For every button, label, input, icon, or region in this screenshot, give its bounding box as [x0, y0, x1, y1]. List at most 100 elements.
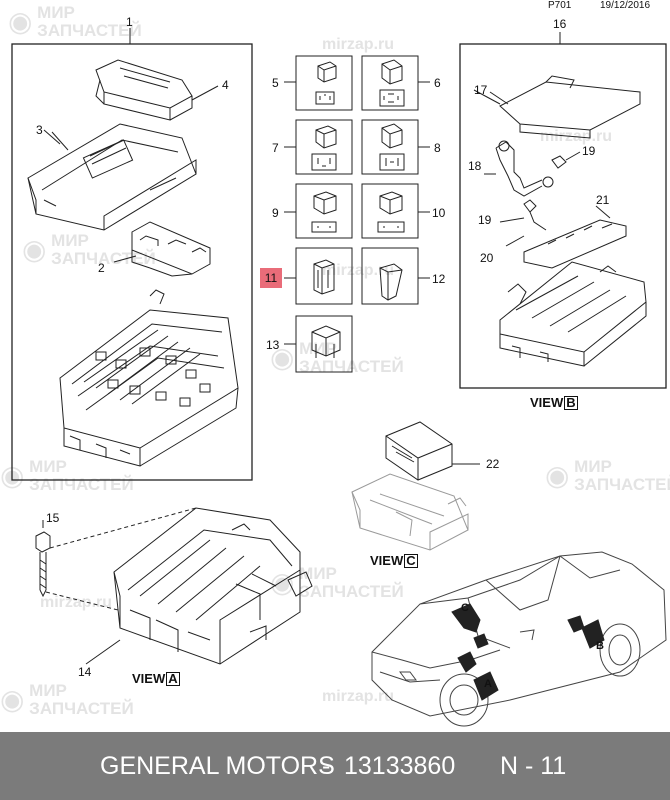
callout-21: 21	[596, 193, 610, 207]
watermark: ◉ МИР ЗАПЧАСТЕЙ	[545, 458, 670, 494]
box-6	[361, 55, 419, 111]
view-b-busbar-drawing	[499, 199, 627, 269]
watermark-line1: МИР	[29, 457, 67, 476]
relay-icon-10	[377, 191, 405, 233]
watermark-line2: ЗАПЧАСТЕЙ	[37, 21, 142, 40]
callout-7: 7	[272, 141, 279, 155]
watermark: ◉ МИР ЗАПЧАСТЕЙ	[22, 232, 156, 268]
watermark-line2: ЗАПЧАСТЕЙ	[574, 475, 670, 494]
car-arrows	[451, 603, 605, 701]
callout-5: 5	[272, 76, 279, 90]
watermark-site: mirzap.ru	[322, 262, 395, 279]
callout-19-bottom: 19	[478, 213, 492, 227]
fuse-icon-12	[379, 263, 403, 301]
footer-bar: GENERAL MOTORS - 13133860 N - 11	[0, 732, 670, 800]
watermark-line2: ЗАПЧАСТЕЙ	[299, 582, 404, 601]
view-b-prefix: VIEW	[530, 395, 564, 410]
watermark-site: mirzap.ru	[322, 688, 395, 705]
callout-11-highlighted: 11	[260, 268, 282, 288]
view-b-cover-drawing	[489, 75, 641, 139]
fuse-block-frame	[11, 43, 253, 481]
callout-19-top: 19	[582, 144, 596, 158]
callout-3: 3	[36, 123, 43, 137]
watermark: ◉ МИР ЗАПЧАСТЕЙ	[270, 340, 404, 376]
fuse-block-base-drawing	[59, 289, 239, 467]
view-c-letter: C	[404, 553, 418, 568]
footer-separator: -	[322, 752, 331, 780]
watermark-line1: МИР	[51, 231, 89, 250]
watermark-logo-icon: ◉	[0, 684, 25, 715]
view-b-letter: B	[564, 395, 578, 410]
box-9	[295, 183, 353, 239]
relay-icon-6	[379, 59, 405, 107]
watermark-site: mirzap.ru	[40, 594, 113, 611]
callout-6: 6	[434, 76, 441, 90]
watermark-site: mirzap.ru	[322, 36, 395, 53]
page-date: 19/12/2016	[600, 0, 651, 11]
watermark: ◉ МИР ЗАПЧАСТЕЙ	[8, 4, 142, 40]
line-art	[11, 28, 667, 727]
watermark: ◉ МИР ЗАПЧАСТЕЙ	[0, 682, 134, 718]
view-a-housing-drawing	[113, 507, 313, 665]
relay-icon-9	[311, 191, 337, 233]
footer-brand: GENERAL MOTORS	[100, 752, 335, 780]
callout-2: 2	[98, 261, 105, 275]
box-13	[295, 315, 353, 373]
footer-part-number: 13133860	[344, 752, 456, 780]
box-11	[295, 247, 353, 305]
callout-4: 4	[222, 78, 229, 92]
callout-15: 15	[46, 511, 60, 525]
watermark-line1: МИР	[29, 681, 67, 700]
fuse-block-cover-drawing	[27, 123, 197, 231]
callout-20: 20	[480, 251, 494, 265]
callout-22: 22	[486, 457, 500, 471]
watermark-logo-icon: ◉	[270, 342, 295, 373]
watermark-logo-icon: ◉	[8, 6, 33, 37]
callout-9: 9	[272, 206, 279, 220]
watermark-logo-icon: ◉	[545, 460, 570, 491]
callout-13: 13	[266, 338, 280, 352]
watermark-line2: ЗАПЧАСТЕЙ	[51, 249, 156, 268]
fuse-icon-13	[311, 325, 341, 358]
watermark-line1: МИР	[574, 457, 612, 476]
relay-icon-7	[311, 125, 337, 171]
view-a-prefix: VIEW	[132, 671, 166, 686]
box-5	[295, 55, 353, 111]
callout-1: 1	[126, 15, 133, 29]
view-a-bolt-drawing	[35, 520, 51, 598]
view-b-frame	[459, 43, 667, 389]
callout-12: 12	[432, 272, 446, 286]
footer-ref: N - 11	[500, 752, 567, 780]
page-code: P701	[548, 0, 572, 11]
callout-14: 14	[78, 665, 92, 679]
fuse-icon-11	[313, 259, 335, 295]
callout-17: 17	[474, 83, 488, 97]
relay-icon-5	[315, 61, 337, 105]
watermark-line1: МИР	[299, 339, 337, 358]
callout-18: 18	[468, 159, 482, 173]
view-a-letter: A	[166, 671, 180, 686]
cover-strip-drawing	[95, 59, 219, 121]
watermark: ◉ МИР ЗАПЧАСТЕЙ	[270, 565, 404, 601]
view-b-cable-drawing	[484, 140, 581, 197]
box-12	[361, 247, 419, 305]
watermark-line1: МИР	[37, 3, 75, 22]
car-drawing	[371, 551, 667, 727]
car-marker-a: A	[484, 678, 492, 690]
callout-10: 10	[432, 206, 446, 220]
view-b-housing-drawing	[499, 261, 647, 367]
watermark-logo-icon: ◉	[22, 234, 47, 265]
watermark-line2: ЗАПЧАСТЕЙ	[299, 357, 404, 376]
box-10	[361, 183, 419, 239]
view-a-bolt-leader	[45, 507, 197, 611]
callout-16: 16	[553, 17, 567, 31]
watermark-logo-icon: ◉	[270, 567, 295, 598]
view-c-prefix: VIEW	[370, 553, 404, 568]
bracket-drawing	[113, 221, 211, 277]
view-c-holder-drawing	[351, 473, 469, 551]
callout-8: 8	[434, 141, 441, 155]
view-c-relay-block-drawing	[385, 421, 480, 481]
